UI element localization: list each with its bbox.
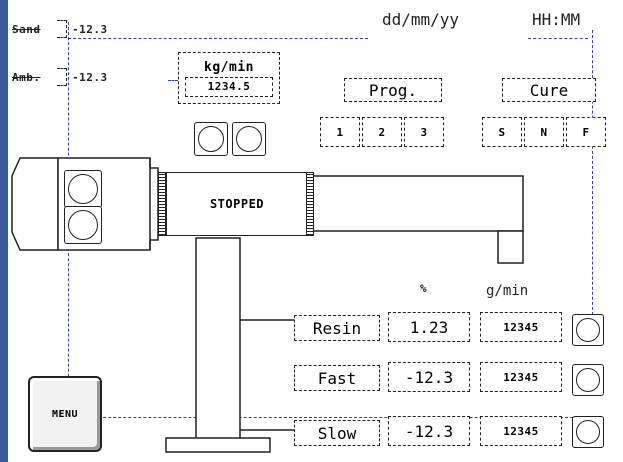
- motor-valve-1-icon[interactable]: [64, 170, 102, 208]
- guide-line: [68, 38, 368, 39]
- guide-line: [68, 417, 588, 418]
- hopper-valve-2-icon[interactable]: [232, 122, 266, 156]
- slow-rate[interactable]: 12345: [480, 416, 562, 446]
- program-button-1[interactable]: 1: [320, 117, 360, 147]
- cure-button-f[interactable]: F: [566, 117, 606, 147]
- sand-value: -12.3: [72, 23, 108, 36]
- slow-label: Slow: [294, 420, 380, 446]
- time-display: HH:MM: [532, 10, 581, 29]
- flow-unit: kg/min: [204, 59, 254, 75]
- motor-housing-shape: [11, 157, 59, 251]
- percent-header: %: [420, 282, 428, 295]
- hatch-right: [306, 172, 314, 236]
- mixer-drawing: [11, 157, 524, 453]
- hatch-left: [158, 172, 166, 236]
- rate-header: g/min: [486, 283, 529, 299]
- program-button-3[interactable]: 3: [404, 117, 444, 147]
- resin-label: Resin: [294, 315, 380, 341]
- motor-valve-2-icon[interactable]: [64, 206, 102, 244]
- menu-button[interactable]: MENU: [28, 376, 102, 452]
- program-button-2[interactable]: 2: [362, 117, 402, 147]
- menu-label: MENU: [51, 408, 79, 420]
- flow-value: 1234.5: [185, 76, 273, 97]
- hopper-valve-1-icon[interactable]: [194, 122, 228, 156]
- flow-meter-box: kg/min 1234.5: [178, 52, 280, 104]
- guide-line: [528, 38, 588, 39]
- amb-bracket: [57, 68, 67, 86]
- slow-percent[interactable]: -12.3: [388, 416, 470, 446]
- date-display: dd/mm/yy: [382, 10, 460, 29]
- slow-valve-icon[interactable]: [572, 416, 604, 448]
- fast-valve-icon[interactable]: [572, 364, 604, 396]
- resin-percent[interactable]: 1.23: [388, 312, 470, 342]
- guide-line: [592, 30, 593, 330]
- base-plate-shape: [165, 437, 271, 453]
- sand-bracket: [57, 20, 67, 38]
- mixer-status-box: STOPPED: [166, 172, 308, 236]
- amb-label: Amb.: [12, 71, 41, 84]
- fast-label: Fast: [294, 365, 380, 391]
- sand-label: Sand: [12, 23, 41, 36]
- guide-line: [168, 80, 178, 81]
- amb-value: -12.3: [72, 71, 108, 84]
- fast-percent[interactable]: -12.3: [388, 362, 470, 392]
- program-label: Prog.: [344, 78, 442, 102]
- resin-valve-icon[interactable]: [572, 314, 604, 346]
- fast-rate[interactable]: 12345: [480, 362, 562, 392]
- hmi-screen: dd/mm/yy HH:MM Sand -12.3 Amb. -12.3 kg/…: [8, 0, 623, 462]
- trough-shape: [312, 175, 524, 232]
- cure-button-s[interactable]: S: [482, 117, 522, 147]
- cure-button-n[interactable]: N: [524, 117, 564, 147]
- resin-rate[interactable]: 12345: [480, 312, 562, 342]
- discharge-spout-shape: [497, 230, 524, 264]
- mixer-status: STOPPED: [209, 197, 265, 211]
- support-column-shape: [195, 237, 241, 441]
- cure-label: Cure: [502, 78, 596, 102]
